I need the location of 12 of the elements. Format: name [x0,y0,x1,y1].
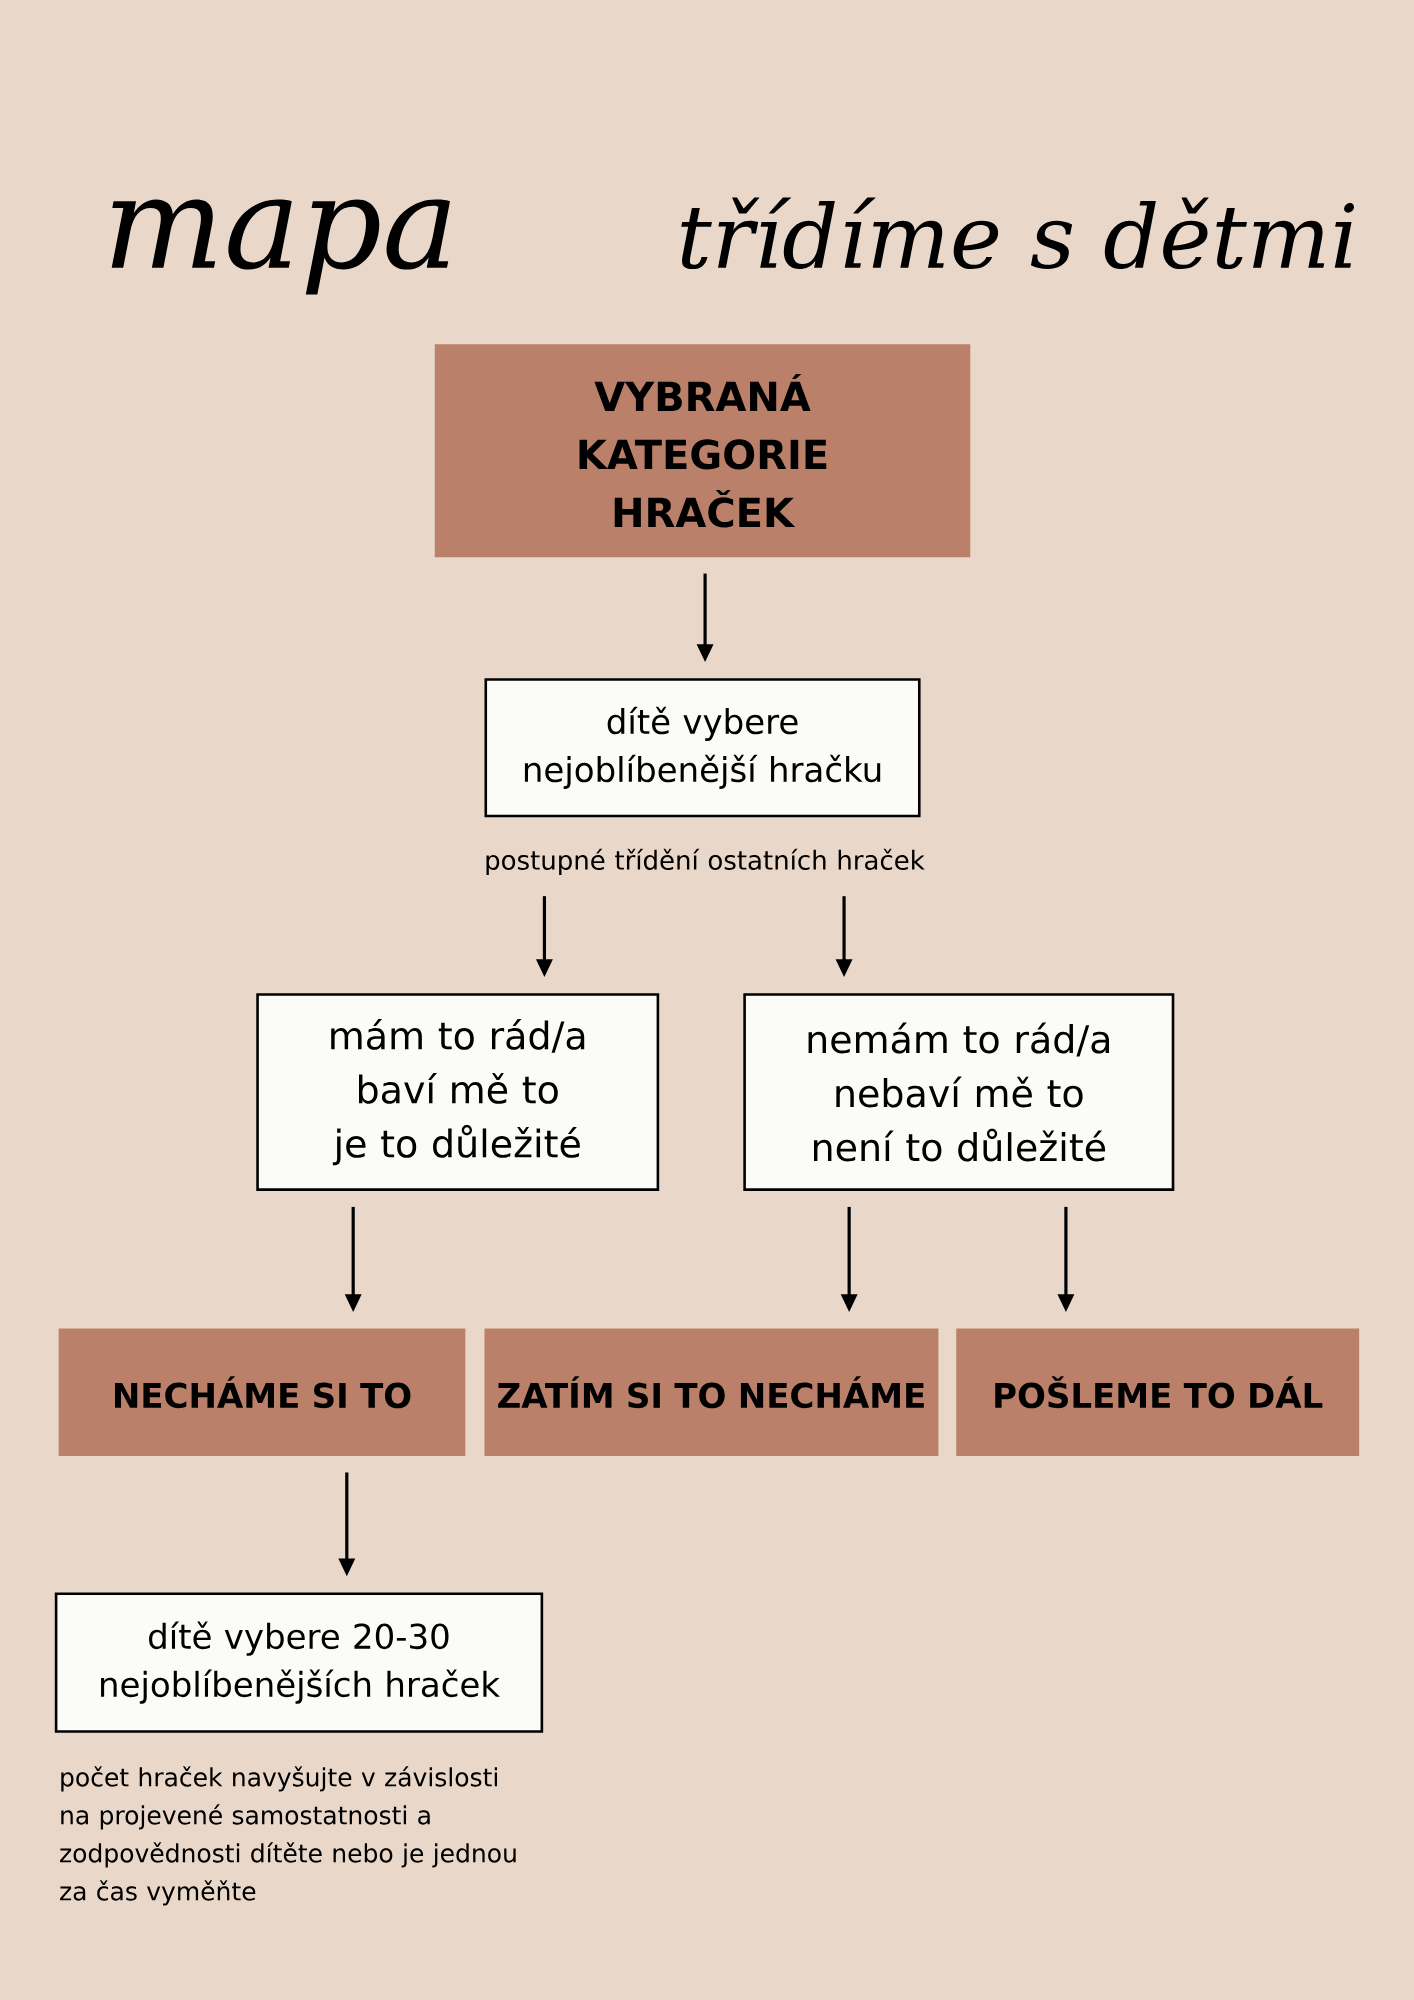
process-box: mám to rád/a baví mě to je to důležité [256,993,660,1191]
process-box: dítě vybere nejoblíbenější hračku [484,678,921,818]
handwritten-title: mapa [111,199,450,295]
category-box: ZATÍM SI TO NECHÁME [484,1328,939,1457]
process-box: nemám to rád/a nebaví mě to není to důležité [743,993,1175,1191]
category-box: VYBRANÁ KATEGORIE HRAČEK [434,344,971,558]
category-box: NECHÁME SI TO [58,1328,466,1457]
note-text: počet hraček navyšujte v závislosti na projevené samostatnosti a zodpovědnosti dítěte nebo je jednou za čas vyměňte [60,1766,516,1906]
step-label: postupné třídění ostatních hraček [486,848,925,875]
process-box: dítě vybere 20-30 nejoblíbenějších hraček [54,1592,544,1733]
category-box: POŠLEME TO DÁL [956,1328,1360,1457]
handwritten-subtitle: třídíme s dětmi [681,197,1355,269]
